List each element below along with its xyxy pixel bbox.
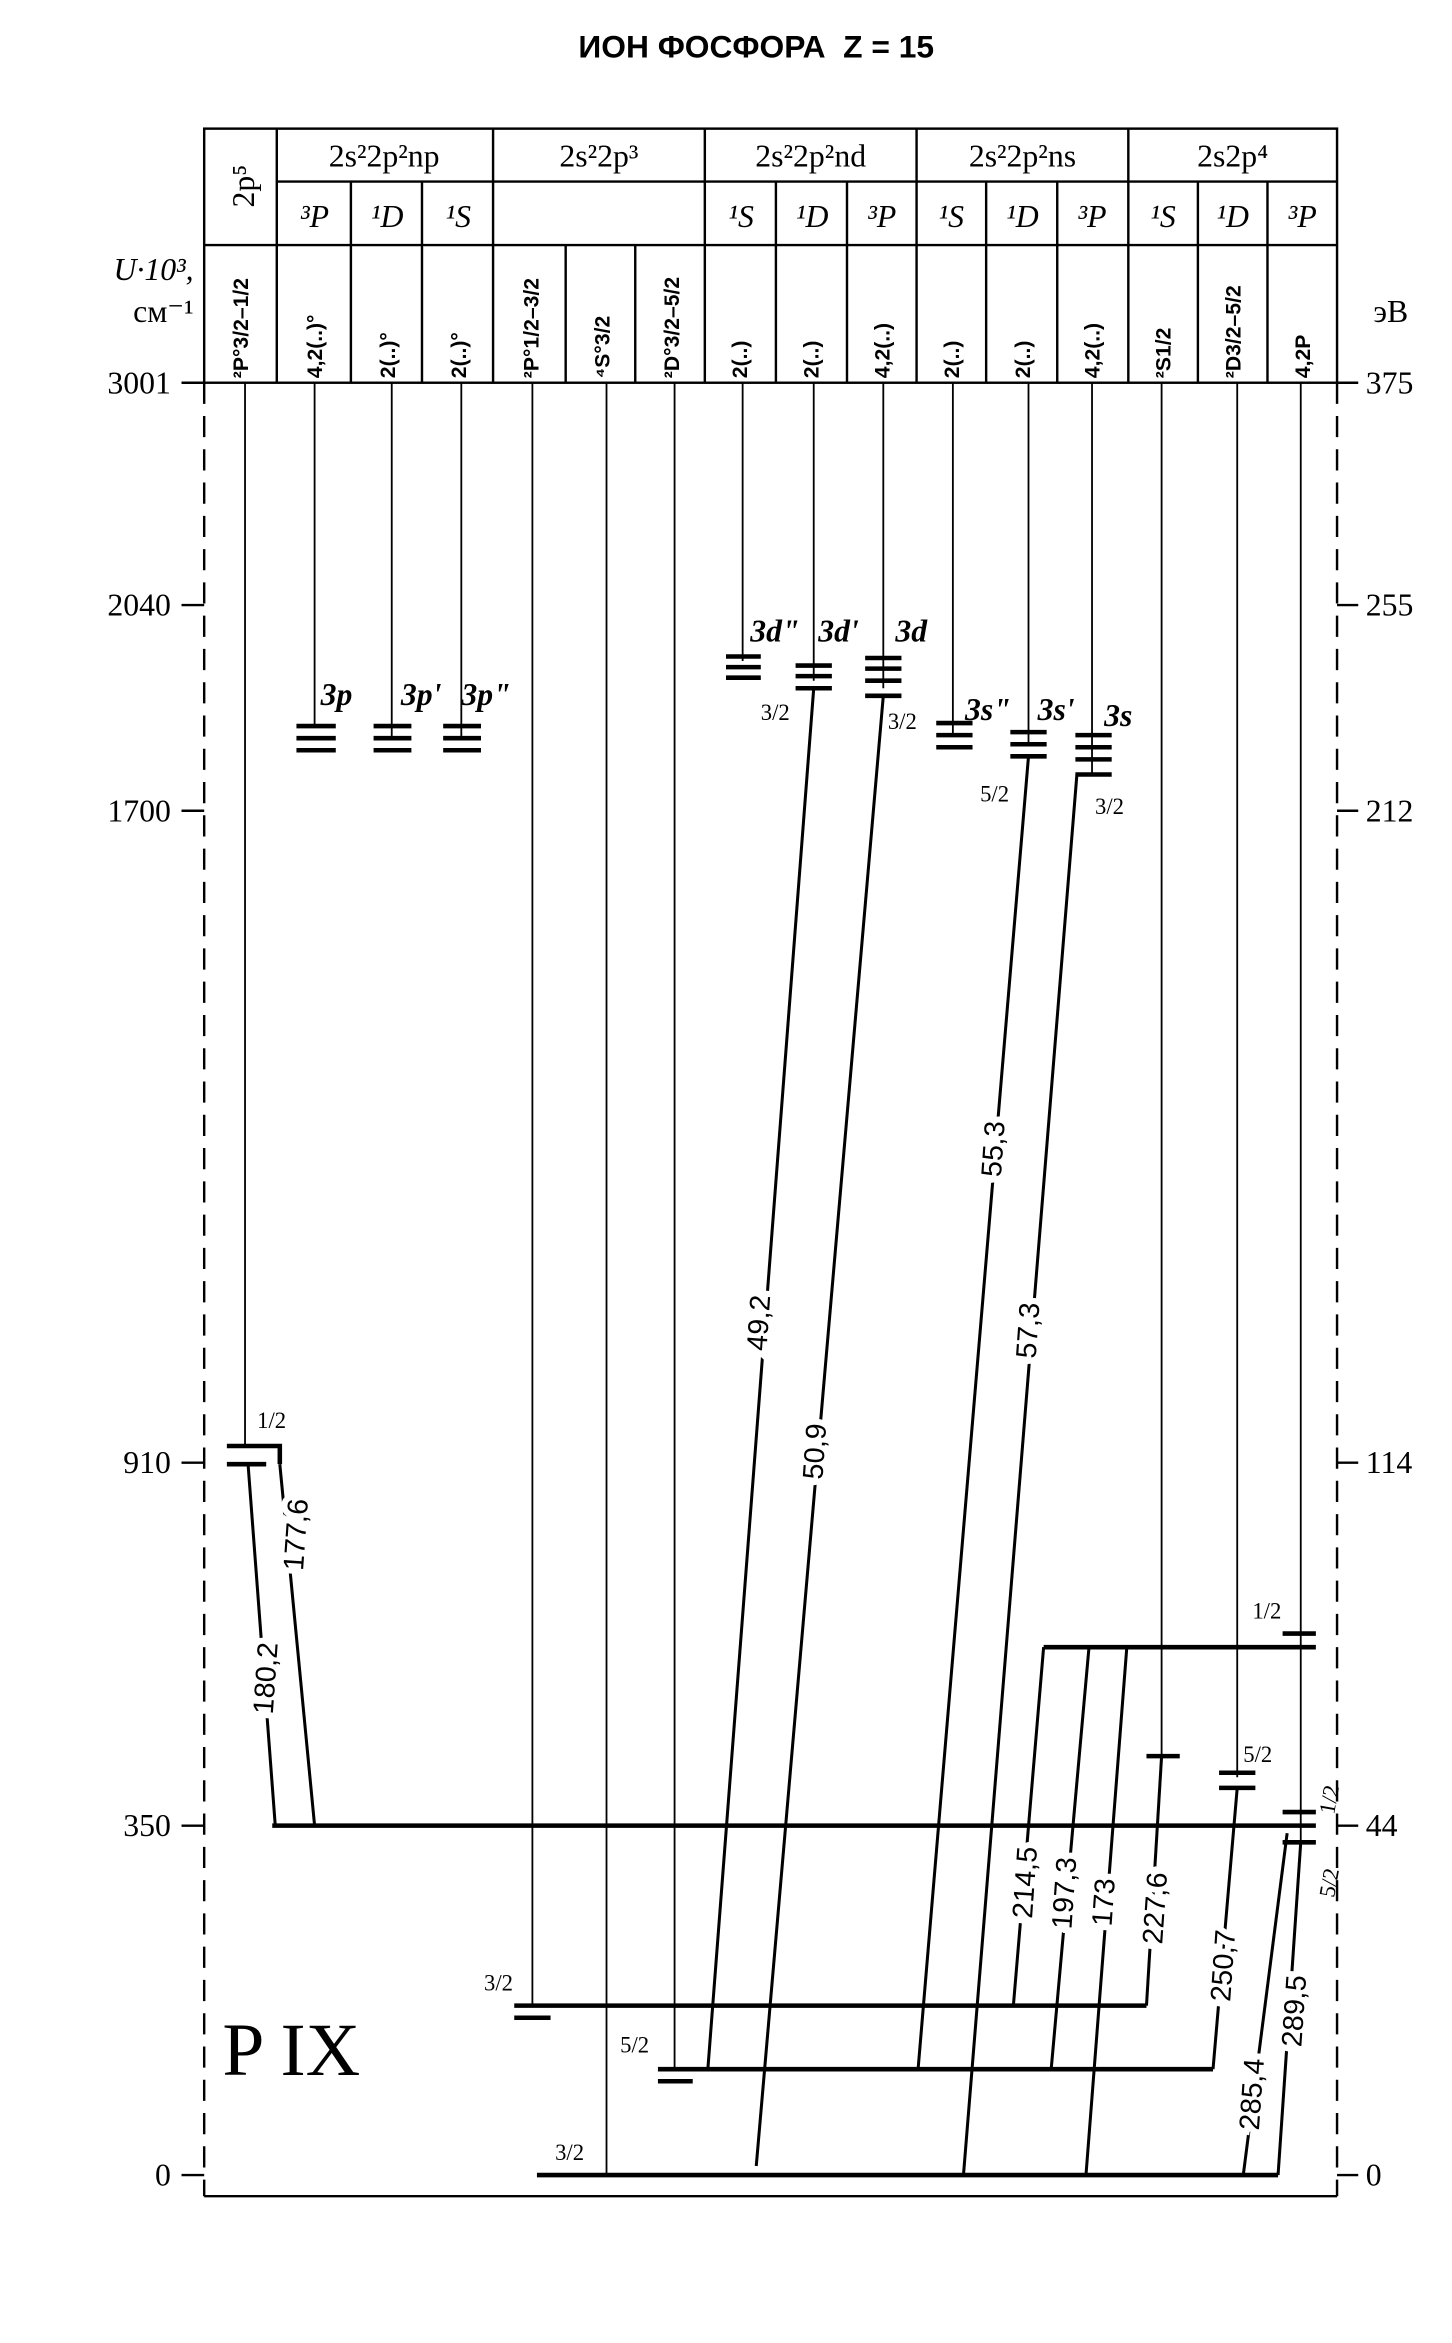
parent-term: ¹S [939, 199, 965, 234]
transition-label: 289,5 [1276, 1974, 1313, 2048]
transition-label: 49,2 [741, 1294, 777, 1352]
y2-axis-unit: эВ [1373, 294, 1408, 329]
j-label: 3/2 [555, 2140, 584, 2165]
term-label: ²P°3/2–1/2 [230, 278, 253, 378]
j-label: 1/2 [1252, 1598, 1281, 1623]
parent-term: ¹D [1006, 199, 1039, 234]
parent-term: ³P [1288, 199, 1317, 234]
diagram-title: ИОН ФОСФОРА Z = 15 [578, 29, 934, 65]
series-label: 3p" [460, 677, 510, 712]
term-label: 2(..) [729, 341, 752, 379]
j-label: 3/2 [1095, 794, 1124, 819]
series-label: 3p' [400, 677, 442, 712]
spectrum-label: P IX [222, 2009, 360, 2092]
parent-term: ³P [1078, 199, 1107, 234]
term-label: 2(..) [941, 341, 964, 379]
transition-label: 180,2 [248, 1641, 285, 1715]
term-label: 2(..) [1012, 341, 1035, 379]
transition-label: 197,3 [1046, 1856, 1083, 1930]
j-label: 5/2 [620, 2033, 649, 2058]
series-label: 3s [1103, 698, 1132, 733]
left-tick-label: 0 [155, 2158, 171, 2193]
axes: U·10³, см⁻¹ эВ 3001 375 2040 255 1700 212 910 1… [107, 252, 1414, 2198]
series-label: 3s" [964, 692, 1011, 727]
parent-term: ³P [867, 199, 896, 234]
parent-term: ¹D [1216, 199, 1249, 234]
j-label: 3/2 [888, 709, 917, 734]
parent-term: ¹S [446, 199, 472, 234]
left-tick-label: 910 [123, 1445, 171, 1480]
transition-label: 227,6 [1137, 1871, 1174, 1945]
config-2p5: 2p⁵ [226, 165, 261, 208]
config-2p3: 2s²2p³ [559, 138, 638, 173]
j-label: 5/2 [1314, 1866, 1344, 1899]
series-label: 3p [320, 677, 353, 712]
j-label: 3/2 [761, 700, 790, 725]
series-labels: 3p 3p' 3p" 3d" 3d' 3d 3s" 3s' 3s [320, 613, 1133, 733]
term-label: ²D°3/2–5/2 [661, 277, 684, 378]
term-label: 4,2P [1292, 335, 1315, 379]
term-label: 2(..)° [377, 332, 400, 378]
term-label: ²S1/2 [1153, 328, 1176, 379]
parent-term: ¹S [1150, 199, 1176, 234]
transition-label: 250,7 [1205, 1929, 1242, 2003]
right-tick-label: 212 [1366, 793, 1414, 828]
transition-label: 50,9 [797, 1422, 833, 1480]
term-label: ²P°1/2–3/2 [520, 278, 543, 378]
left-tick-label: 350 [123, 1808, 171, 1843]
j-label: 1/2 [257, 1408, 286, 1433]
y-axis-label: U·10³, [114, 252, 194, 287]
term-label: 4,2(..) [871, 323, 894, 378]
transition-lines [246, 688, 1303, 2176]
wavelength-labels: 180,2 177,6 49,2 50,9 55,3 57,3 214,5 19… [242, 1114, 1320, 2137]
right-tick-label: 375 [1366, 365, 1414, 400]
series-label: 3d" [749, 613, 799, 648]
left-tick-label: 3001 [107, 365, 171, 400]
term-label: ²D3/2–5/2 [1222, 285, 1245, 378]
term-label: 4,2(..) [1082, 323, 1105, 378]
parent-term: ¹D [371, 199, 404, 234]
j-label: 3/2 [484, 1971, 513, 1996]
header-table: 2p⁵ 2s²2p²np 2s²2p³ 2s²2p²nd 2s²2p²ns 2s… [202, 127, 1339, 384]
j-label: 5/2 [1243, 1742, 1272, 1767]
right-tick-label: 44 [1366, 1808, 1398, 1843]
transition-label: 55,3 [976, 1120, 1012, 1178]
energy-levels [226, 654, 1316, 2178]
series-label: 3d [894, 613, 928, 648]
transition-label: 173 [1087, 1877, 1122, 1927]
config-2s2p4: 2s2p⁴ [1197, 138, 1268, 173]
series-label: 3s' [1037, 692, 1075, 727]
right-tick-label: 255 [1366, 588, 1414, 623]
transition-label: 57,3 [1011, 1301, 1047, 1359]
term-label: 2(..) [800, 341, 823, 379]
config-np: 2s²2p²np [329, 138, 440, 173]
parent-term: ³P [300, 199, 329, 234]
transition-label: 177,6 [278, 1498, 315, 1572]
transition-label: 285,4 [1234, 2057, 1271, 2131]
term-verticals [244, 382, 1302, 2176]
j-labels: 3/2 3/2 5/2 3/2 1/2 1/2 5/2 1/2 5/2 3/2 … [257, 700, 1344, 2165]
left-tick-label: 2040 [107, 588, 171, 623]
j-label: 5/2 [980, 782, 1009, 807]
transition-label: 214,5 [1007, 1846, 1044, 1920]
parent-term: ¹D [796, 199, 829, 234]
right-tick-label: 0 [1366, 2158, 1382, 2193]
term-label: 4,2(..)° [304, 314, 327, 378]
config-nd: 2s²2p²nd [755, 138, 866, 173]
left-tick-label: 1700 [107, 793, 171, 828]
term-label: 2(..)° [448, 332, 471, 378]
term-label: ⁴S°3/2 [592, 316, 615, 378]
parent-term: ¹S [728, 199, 754, 234]
j-label: 1/2 [1314, 1783, 1344, 1816]
config-ns: 2s²2p²ns [969, 138, 1076, 173]
y-axis-unit: см⁻¹ [133, 294, 193, 329]
series-label: 3d' [817, 613, 859, 648]
right-tick-label: 114 [1366, 1445, 1413, 1480]
